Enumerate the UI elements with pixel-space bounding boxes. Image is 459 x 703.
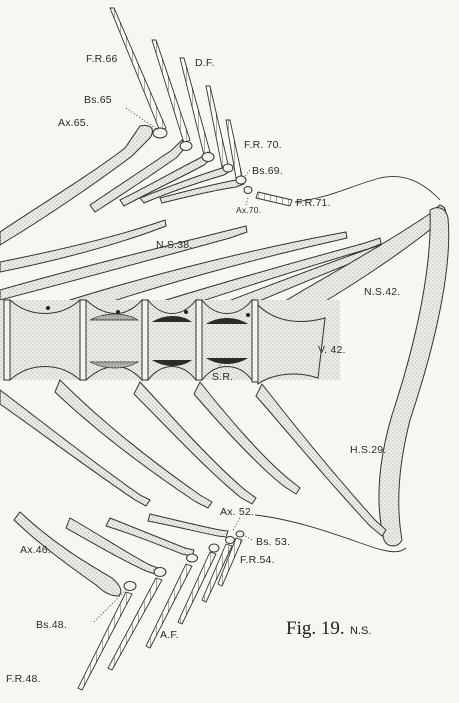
- label-df: D.F.: [195, 57, 214, 69]
- label-ax70: Ax.70.: [236, 205, 261, 215]
- label-v42: V. 42.: [318, 344, 346, 356]
- label-fr70: F.R. 70.: [244, 139, 282, 151]
- label-bs53: Bs. 53.: [256, 536, 290, 548]
- basal-68: [223, 164, 233, 172]
- label-fr54: F.R.54.: [240, 554, 275, 566]
- intervertebral-3: [142, 300, 148, 380]
- label-ns42: N.S.42.: [364, 286, 400, 298]
- label-ns38: N.S.38.: [156, 239, 192, 251]
- fin-ray-67: [152, 40, 190, 143]
- haemal-spine-28: [194, 382, 300, 494]
- intervertebral-2: [80, 300, 86, 380]
- foramen-41: [246, 313, 250, 317]
- caption-scale: N.S.: [350, 625, 371, 637]
- haemal-spines: [0, 380, 386, 536]
- anal-fin-rays: [78, 538, 242, 690]
- label-bs69: Bs.69.: [252, 165, 283, 177]
- label-ax52: Ax. 52.: [220, 506, 254, 518]
- label-af: A.F.: [160, 629, 179, 641]
- foramen-39: [116, 310, 120, 314]
- caption-text: Fig. 19.: [286, 618, 345, 639]
- intervertebral-1: [4, 300, 10, 380]
- leader-ax52: [232, 518, 240, 532]
- foramen-40: [184, 310, 188, 314]
- leader-ax70: [246, 198, 248, 205]
- label-fr48: F.R.48.: [6, 673, 41, 685]
- basal-53: [236, 531, 244, 537]
- basal-49: [154, 568, 166, 577]
- basal-65: [153, 128, 167, 138]
- basal-52: [226, 537, 235, 544]
- label-hs29: H.S.29.: [350, 444, 386, 456]
- vertebral-column: [0, 300, 340, 384]
- haemal-spine-29: [256, 384, 386, 536]
- fin-ray-71: [256, 192, 292, 206]
- label-ax46: Ax.46.: [20, 544, 51, 556]
- basal-50: [187, 554, 198, 562]
- label-fr71: F.R.71.: [296, 197, 331, 209]
- basal-69: [236, 176, 246, 184]
- label-ax65: Ax.65.: [58, 117, 89, 129]
- figure-caption: Fig. 19. N.S.: [286, 618, 371, 639]
- foramen-38: [46, 306, 50, 310]
- leader-bs53: [242, 534, 252, 540]
- basal-70: [244, 187, 252, 194]
- label-fr66: F.R.66: [86, 53, 118, 65]
- label-sr: S.R.: [212, 371, 233, 383]
- intervertebral-5: [252, 300, 258, 382]
- basal-67: [202, 153, 214, 162]
- label-bs65: Bs.65: [84, 94, 112, 106]
- fin-ray-66: [110, 8, 166, 131]
- basal-51: [209, 544, 219, 552]
- basal-48: [124, 582, 136, 591]
- basal-66: [180, 142, 192, 151]
- label-bs48: Bs.48.: [36, 619, 67, 631]
- intervertebral-4: [196, 300, 202, 380]
- axonost-52: [148, 514, 228, 537]
- leader-bs69: [244, 170, 250, 178]
